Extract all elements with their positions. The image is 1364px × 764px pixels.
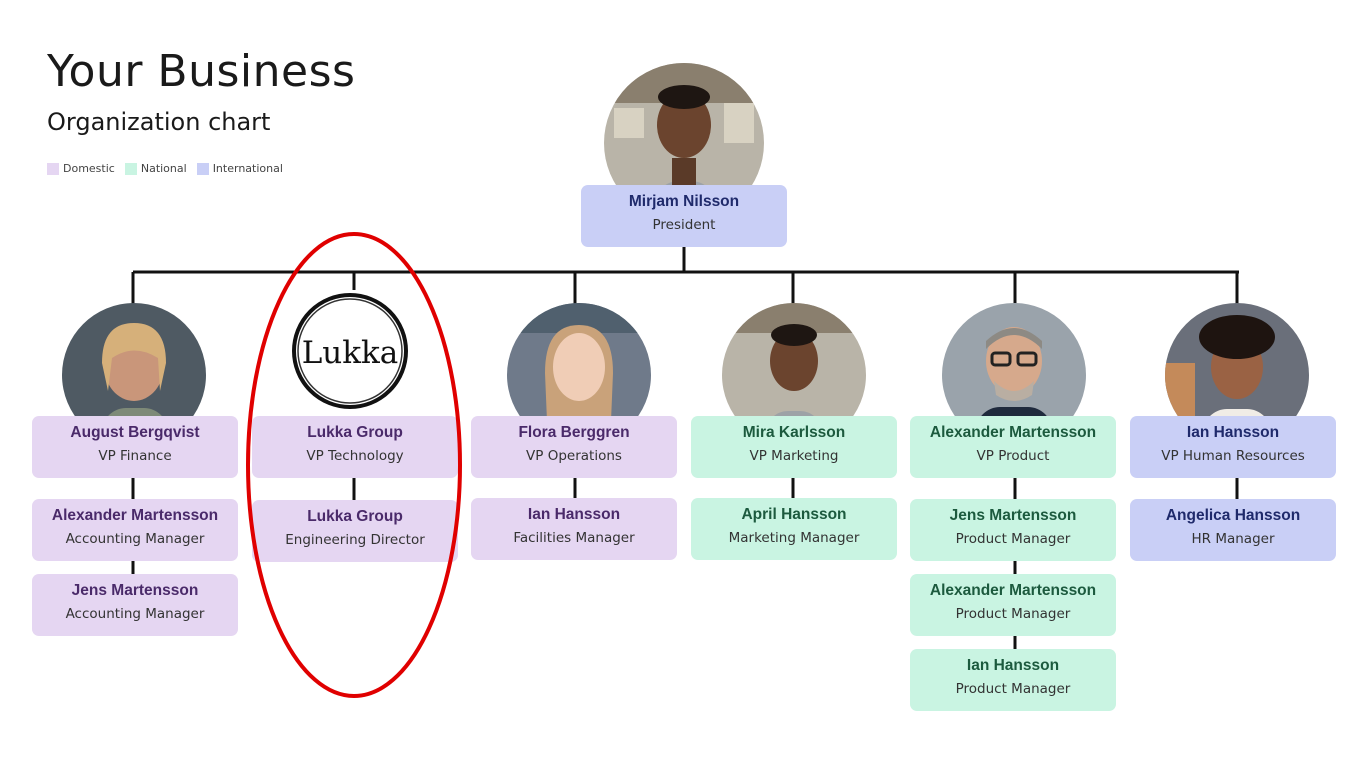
report-card-product-3[interactable]: Ian Hansson Product Manager [910,649,1116,711]
page-subtitle: Organization chart [47,108,271,136]
report-card-product-2[interactable]: Alexander Martensson Product Manager [910,574,1116,636]
vp-card-product[interactable]: Alexander Martensson VP Product [910,416,1116,478]
report-role: Marketing Manager [728,529,860,546]
page-title: Your Business [47,46,356,97]
report-role: Product Manager [955,605,1071,622]
legend-item-domestic: Domestic [47,162,115,175]
vp-technology-name: Lukka Group [307,424,403,441]
vp-marketing-role: VP Marketing [749,447,839,464]
legend-item-national: National [124,162,187,175]
legend-swatch-domestic [47,162,59,175]
report-card-operations-1[interactable]: Ian Hansson Facilities Manager [471,498,677,560]
report-card-finance-2[interactable]: Jens Martensson Accounting Manager [32,574,238,636]
legend-label-national: National [140,162,187,175]
report-name: Jens Martensson [71,582,199,599]
vp-operations-name: Flora Berggren [518,424,630,441]
legend-item-international: International [196,162,283,175]
report-name: Alexander Martensson [51,507,219,524]
legend: Domestic National International [47,162,283,175]
report-role: Product Manager [955,530,1071,547]
vp-finance-name: August Bergqvist [70,424,200,441]
report-card-finance-1[interactable]: Alexander Martensson Accounting Manager [32,499,238,561]
report-card-marketing-1[interactable]: April Hansson Marketing Manager [691,498,897,560]
report-name: Ian Hansson [966,657,1060,674]
report-card-hr-1[interactable]: Angelica Hansson HR Manager [1130,499,1336,561]
vp-product-name: Alexander Martensson [929,424,1097,441]
president-role: President [652,216,716,233]
legend-swatch-international [196,162,209,175]
lukka-logo: Lukka [290,291,410,411]
vp-card-operations[interactable]: Flora Berggren VP Operations [471,416,677,478]
report-card-product-1[interactable]: Jens Martensson Product Manager [910,499,1116,561]
report-role: Product Manager [955,680,1071,697]
vp-product-role: VP Product [976,447,1050,464]
report-name: Ian Hansson [527,506,621,523]
report-name: Jens Martensson [949,507,1077,524]
president-name: Mirjam Nilsson [628,193,740,210]
legend-label-international: International [212,162,283,175]
report-role: Accounting Manager [65,530,205,547]
legend-label-domestic: Domestic [63,162,115,175]
vp-card-technology[interactable]: Lukka Group VP Technology [252,416,458,478]
vp-marketing-name: Mira Karlsson [742,424,846,441]
vp-card-finance[interactable]: August Bergqvist VP Finance [32,416,238,478]
vp-card-marketing[interactable]: Mira Karlsson VP Marketing [691,416,897,478]
vp-card-hr[interactable]: Ian Hansson VP Human Resources [1130,416,1336,478]
vp-operations-role: VP Operations [526,447,622,464]
report-name: Lukka Group [307,508,403,525]
legend-swatch-national [124,162,137,175]
vp-hr-name: Ian Hansson [1186,424,1280,441]
report-role: HR Manager [1191,530,1275,547]
report-name: Alexander Martensson [929,582,1097,599]
report-name: Angelica Hansson [1165,507,1301,524]
report-name: April Hansson [741,506,847,523]
report-card-technology-1[interactable]: Lukka Group Engineering Director [252,500,458,562]
lukka-logo-text: Lukka [302,335,399,371]
report-role: Engineering Director [285,531,425,548]
president-card[interactable]: Mirjam Nilsson President [581,185,787,247]
report-role: Accounting Manager [65,605,205,622]
report-role: Facilities Manager [513,529,635,546]
vp-hr-role: VP Human Resources [1161,447,1305,464]
vp-finance-role: VP Finance [98,447,172,464]
vp-technology-role: VP Technology [306,447,404,464]
